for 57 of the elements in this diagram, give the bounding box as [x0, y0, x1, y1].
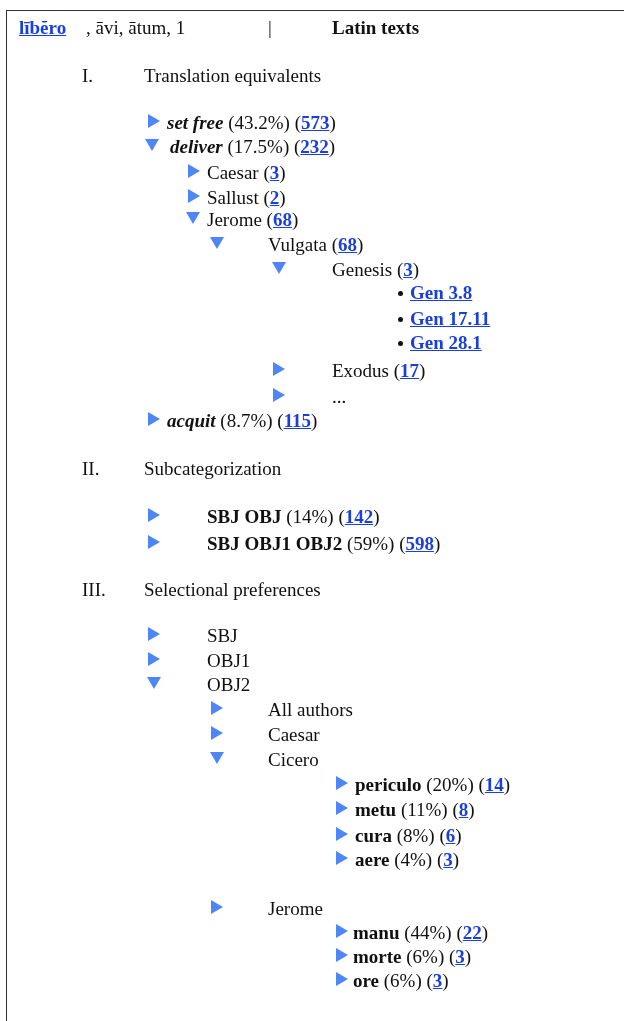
entry-text: Cicero — [268, 749, 319, 771]
entry-text: ... — [332, 386, 347, 408]
tree-entry-text: Caesar (3) — [207, 162, 286, 184]
tree-entry-text: Vulgata (68) — [268, 234, 364, 256]
heading-text: Latin texts — [332, 17, 420, 39]
entry-text: All authors — [268, 699, 353, 721]
count-link: 14 — [484, 774, 504, 795]
tree-entry-text: metu (11%) (8) — [355, 799, 475, 821]
count-link: 2 — [269, 187, 280, 208]
count-link: 3 — [443, 849, 453, 870]
count-link: 598 — [405, 533, 434, 554]
entry-text: Jerome — [268, 898, 323, 920]
count-link: 3 — [455, 946, 465, 967]
count-link: 8 — [458, 799, 469, 820]
tree-entry-text: Sallust (2) — [207, 187, 286, 209]
tree-entry-text: periculo (20%) (14) — [355, 774, 511, 796]
tree-entry-text: SBJ OBJ (14%) (142) — [207, 506, 380, 528]
tree-entry-text: Exodus (17) — [332, 360, 426, 382]
tree-entry-text: manu (44%) (22) — [353, 922, 489, 944]
tree-entry-text: set free (43.2%) (573) — [167, 112, 336, 134]
count-link: 232 — [300, 136, 329, 157]
entry-text: OBJ2 — [207, 674, 251, 696]
tree-entry-text: cura (8%) (6) — [355, 825, 462, 847]
entry-text: I. — [82, 65, 94, 87]
entry-text: OBJ1 — [207, 650, 251, 672]
tree-entry-text: acquit (8.7%) (115) — [167, 410, 318, 432]
count-link: 3 — [269, 162, 280, 183]
count-link: 3 — [432, 970, 443, 991]
tree-entry-text: aere (4%) (3) — [355, 849, 460, 871]
entry-text: SBJ — [207, 625, 238, 647]
tree-entry-text: ore (6%) (3) — [353, 970, 449, 992]
count-link: 68 — [338, 234, 358, 255]
count-link: 17 — [400, 360, 420, 381]
tree-entry-text: Genesis (3) — [332, 259, 420, 281]
entry-text: Subcategorization — [144, 458, 282, 480]
entry-text: III. — [82, 579, 106, 601]
entry-text: Selectional preferences — [144, 579, 321, 601]
entry-text: Translation equivalents — [144, 65, 322, 87]
count-link: 573 — [301, 112, 330, 133]
count-link: 3 — [403, 259, 413, 280]
tree-entry-text: Jerome (68) — [207, 209, 299, 231]
tree-entry-text: morte (6%) (3) — [353, 946, 472, 968]
reference-link: lībĕro — [19, 17, 67, 39]
count-link: 6 — [445, 825, 456, 846]
entry-text: , āvi, ātum, 1 — [86, 17, 186, 39]
tree-entry-text: SBJ OBJ1 OBJ2 (59%) (598) — [207, 533, 441, 555]
entry-text: | — [268, 17, 272, 39]
count-link: 68 — [272, 209, 292, 230]
count-link: 142 — [344, 506, 374, 527]
reference-link: Gen 17.11 — [410, 308, 491, 330]
reference-link: Gen 3.8 — [410, 282, 473, 304]
entry-text: II. — [82, 458, 100, 480]
count-link: 22 — [462, 922, 482, 943]
tree-entry-text: deliver (17.5%) (232) — [170, 136, 336, 158]
reference-link: Gen 28.1 — [410, 332, 482, 354]
count-link: 115 — [283, 410, 312, 431]
entry-text: Caesar — [268, 724, 320, 746]
